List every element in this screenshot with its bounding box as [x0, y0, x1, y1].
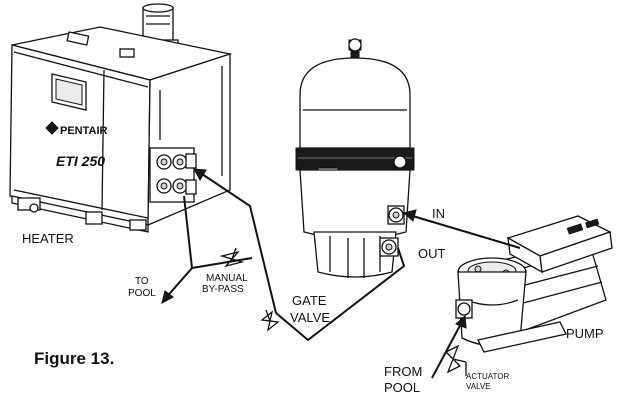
- brand-label: PENTAIR: [60, 125, 108, 137]
- actuator-label-1: ACTUATOR: [466, 372, 509, 381]
- gate-valve-label-1: GATE: [292, 293, 327, 308]
- heater-unit: PENTAIR ETI 250: [9, 3, 233, 233]
- filter-tank: [295, 38, 415, 278]
- heater-label: HEATER: [22, 231, 74, 246]
- gate-valve-label-2: VALVE: [290, 310, 330, 325]
- filter-in-port: [387, 205, 405, 225]
- figure-caption: Figure 13.: [34, 349, 114, 368]
- actuator-valve: [444, 344, 467, 376]
- from-pool-label-2: POOL: [384, 380, 420, 395]
- manual-bypass-label-1: MANUAL: [206, 273, 248, 284]
- in-label: IN: [432, 206, 445, 221]
- gate-valve: [260, 309, 280, 332]
- model-label: ETI 250: [56, 153, 105, 169]
- manual-bypass-valve: [219, 247, 245, 268]
- out-label: OUT: [418, 246, 446, 261]
- actuator-label-2: VALVE: [466, 382, 491, 391]
- to-pool-label-2: POOL: [128, 288, 156, 299]
- pump-strainer: [457, 257, 527, 347]
- manual-bypass-label-2: BY-PASS: [202, 284, 244, 295]
- pump-label: PUMP: [566, 326, 604, 341]
- heater-manifold: [149, 147, 197, 203]
- pump-unit: [455, 215, 613, 353]
- pentair-logo: PENTAIR: [45, 121, 108, 137]
- from-pool-label-1: FROM: [384, 364, 422, 379]
- filter-out-port: [379, 237, 399, 257]
- piping: [161, 168, 521, 379]
- to-pool-label-1: TO: [135, 276, 149, 287]
